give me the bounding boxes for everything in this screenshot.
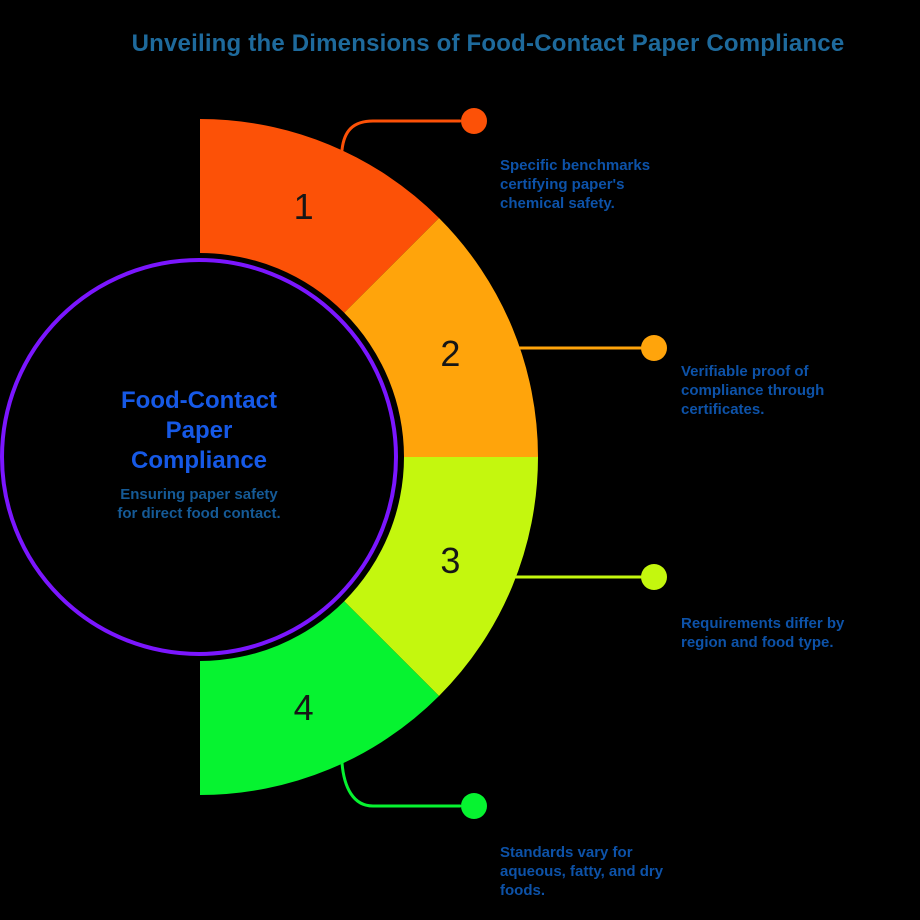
segment-number-1: 1 bbox=[294, 186, 314, 227]
callout-dot-2 bbox=[641, 335, 667, 361]
center-ring bbox=[0, 258, 398, 656]
callout-line-1 bbox=[340, 119, 462, 152]
segment-number-2: 2 bbox=[440, 333, 460, 374]
callout-line-4 bbox=[340, 761, 462, 808]
segment-3 bbox=[344, 457, 538, 696]
center-subtitle: Ensuring paper safety for direct food co… bbox=[117, 486, 281, 522]
segment-1 bbox=[200, 119, 439, 313]
page-title: Unveiling the Dimensions of Food-Contact… bbox=[131, 30, 845, 57]
segment-2 bbox=[344, 218, 538, 457]
callout-dot-1 bbox=[461, 108, 487, 134]
segment-number-4: 4 bbox=[294, 687, 314, 728]
center-heading: Food-Contact Paper Compliance bbox=[121, 387, 277, 474]
center-label: Food-Contact Paper Compliance Ensuring p… bbox=[79, 386, 319, 523]
segment-4 bbox=[200, 601, 439, 795]
callout-dot-4 bbox=[461, 793, 487, 819]
segment-4-description: Standards vary for aqueous, fatty, and d… bbox=[500, 844, 664, 899]
segment-2-description: Verifiable proof of compliance through c… bbox=[681, 363, 825, 418]
segment-1-description: Specific benchmarks certifying paper's c… bbox=[500, 157, 651, 212]
segment-number-3: 3 bbox=[440, 540, 460, 581]
callout-dot-3 bbox=[641, 564, 667, 590]
segment-3-description: Requirements differ by region and food t… bbox=[681, 615, 845, 651]
